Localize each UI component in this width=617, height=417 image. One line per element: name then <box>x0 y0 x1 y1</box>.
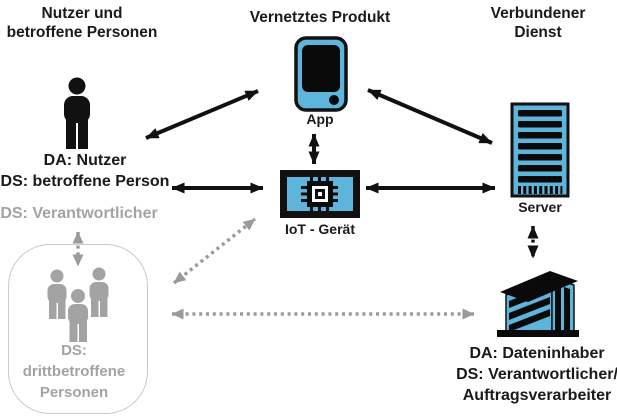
server-icon <box>510 102 570 198</box>
company-labels: DA: Dateninhaber DS: Verantwortlicher/ A… <box>443 343 617 406</box>
third-persons-line3: Personen <box>39 384 109 401</box>
user-role-da: DA: Nutzer <box>43 152 127 169</box>
header-users: Nutzer und betroffene Personen <box>2 4 162 42</box>
third-persons-line1: DS: <box>61 342 87 359</box>
header-product-line1: Vernetztes Produkt <box>249 9 391 26</box>
user-role-labels: DA: Nutzer DS: betroffene Person <box>0 150 170 192</box>
header-product: Vernetztes Produkt <box>240 8 400 27</box>
app-label: App <box>306 111 334 127</box>
user-role-gray-label: DS: Verantwortlicher <box>0 205 158 222</box>
third-persons-line2: drittbetroffene <box>22 363 126 380</box>
iot-chip-icon <box>280 170 360 218</box>
office-building-icon <box>497 271 579 337</box>
company-line1: DA: Dateninhaber <box>469 345 605 362</box>
header-service-line2: Dienst <box>514 24 562 41</box>
server-label: Server <box>518 199 562 215</box>
arrow-thirdpersons-iot <box>172 217 257 285</box>
third-persons-labels: DS: drittbetroffene Personen <box>8 340 140 403</box>
people-group-icon <box>47 267 109 342</box>
company-line3: Auftragsverarbeiter <box>462 387 612 404</box>
company-line2: DS: Verantwortlicher/ <box>456 366 617 383</box>
arrow-user-app <box>145 89 259 140</box>
header-users-line2: betroffene Personen <box>6 24 158 41</box>
third-persons-group-box <box>8 244 148 414</box>
header-service-line1: Verbundener <box>490 5 586 22</box>
header-users-line1: Nutzer und <box>41 5 123 22</box>
arrow-app-server <box>367 88 493 145</box>
smartphone-icon <box>294 36 348 112</box>
person-icon <box>64 77 90 149</box>
header-service: Verbundener Dienst <box>458 4 617 42</box>
user-role-ds: DS: betroffene Person <box>0 173 170 190</box>
iot-label: IoT - Gerät <box>284 221 355 237</box>
